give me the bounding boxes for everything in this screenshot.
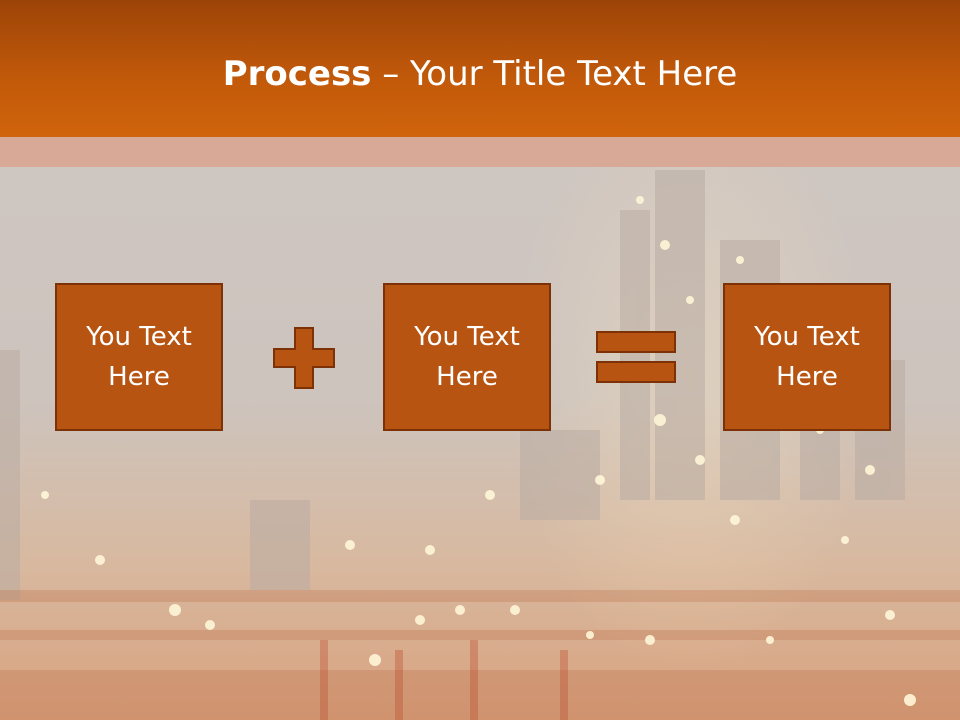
plus-icon[interactable] [273, 327, 335, 389]
title-bar [0, 0, 960, 137]
process-box-3-line2: Here [776, 362, 838, 392]
process-box-1-line2: Here [108, 362, 170, 392]
slide-title-rest: – Your Title Text Here [371, 54, 738, 94]
equals-icon[interactable] [596, 331, 676, 383]
process-box-1[interactable]: You Text Here [55, 283, 223, 431]
process-box-3[interactable]: You Text Here [723, 283, 891, 431]
process-box-2-line2: Here [436, 362, 498, 392]
slide-title[interactable]: Process – Your Title Text Here [0, 52, 960, 96]
process-box-2-line1: You Text [414, 322, 520, 352]
slide-title-bold: Process [222, 54, 372, 94]
process-box-1-line1: You Text [86, 322, 192, 352]
title-bar-accent-strip [0, 137, 960, 167]
process-box-3-line1: You Text [754, 322, 860, 352]
process-box-2[interactable]: You Text Here [383, 283, 551, 431]
